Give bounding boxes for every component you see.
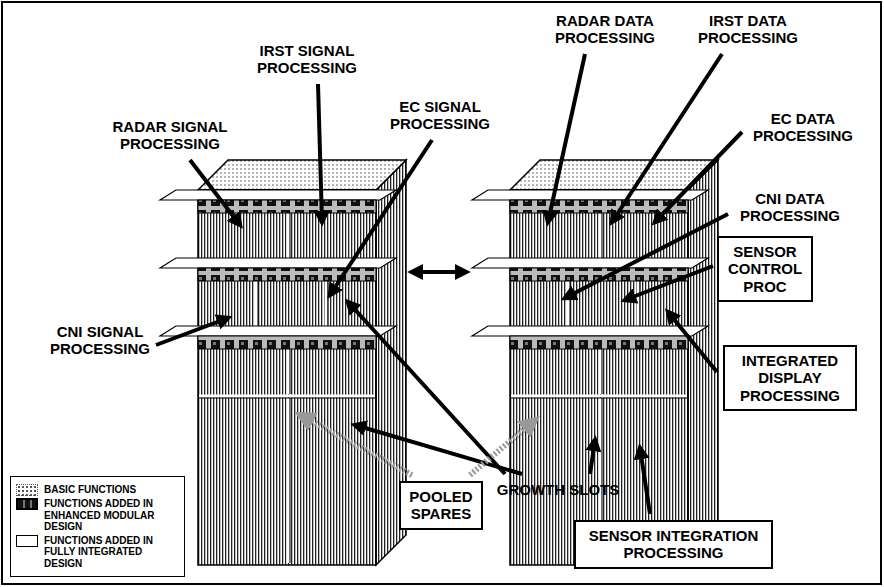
cabinet	[198, 336, 376, 349]
legend-text: BASIC FUNCTIONS	[44, 484, 179, 496]
cabinet	[287, 398, 290, 563]
cabinet	[198, 190, 376, 565]
pointer-arrows	[612, 54, 722, 222]
cabinet	[160, 160, 406, 565]
cabinet	[198, 268, 376, 281]
cabinet	[160, 190, 396, 200]
cabinet	[325, 281, 328, 326]
cabinet	[199, 398, 375, 399]
label-box: SENSOR CONTROL PROC	[717, 236, 813, 302]
pointer-arrows	[655, 132, 742, 222]
cabinet	[290, 349, 291, 394]
callout-label: IRST SIGNAL PROCESSING	[237, 42, 377, 77]
box-label: SENSOR CONTROL PROC	[724, 243, 806, 295]
box-label: POOLED SPARES	[406, 488, 476, 523]
cabinet	[328, 281, 329, 326]
cabinet	[287, 213, 290, 258]
pointer-arrows	[640, 448, 650, 514]
callout-label: RADAR DATA PROCESSING	[535, 12, 675, 47]
label-box: SENSOR INTEGRATION PROCESSING	[574, 520, 773, 569]
pointer-arrows	[318, 84, 322, 222]
box-label: INTEGRATED DISPLAY PROCESSING	[730, 352, 850, 404]
pointer-arrows	[590, 440, 595, 474]
callout-label: IRST DATA PROCESSING	[678, 12, 818, 47]
cabinet	[160, 258, 396, 268]
callout-label: EC SIGNAL PROCESSING	[370, 98, 510, 133]
legend-text: FUNCTIONS ADDED IN FULLY INTEGRATED DESI…	[44, 535, 179, 570]
legend-entry: FUNCTIONS ADDED IN ENHANCED MODULAR DESI…	[16, 498, 179, 533]
cabinet	[199, 395, 375, 398]
label-box: POOLED SPARES	[399, 481, 483, 530]
callout-label: EC DATA PROCESSING	[733, 110, 873, 145]
legend-swatch	[16, 484, 38, 496]
label-box: INTEGRATED DISPLAY PROCESSING	[723, 345, 857, 411]
callout-label: GROWTH SLOTS	[478, 481, 638, 498]
cabinet	[287, 349, 290, 394]
pointer-arrows	[156, 54, 742, 514]
legend-entry: BASIC FUNCTIONS	[16, 484, 179, 496]
cabinet	[472, 160, 718, 565]
legend-text: FUNCTIONS ADDED IN ENHANCED MODULAR DESI…	[44, 498, 179, 533]
pointer-arrows	[190, 160, 240, 225]
pointer-arrows	[668, 312, 717, 372]
legend: BASIC FUNCTIONS FUNCTIONS ADDED IN ENHANC…	[10, 476, 185, 577]
pointer-arrows	[412, 270, 466, 274]
cabinet	[290, 213, 291, 258]
cabinet	[258, 281, 259, 326]
cabinet	[290, 398, 291, 563]
pointer-arrows	[348, 302, 505, 474]
legend-swatch	[16, 535, 38, 547]
legend-entry: FUNCTIONS ADDED IN FULLY INTEGRATED DESI…	[16, 535, 179, 570]
legend-swatch	[16, 498, 38, 510]
pointer-arrows	[330, 140, 432, 295]
cabinet	[255, 281, 258, 326]
spare-arrows	[470, 420, 535, 475]
box-label: SENSOR INTEGRATION PROCESSING	[581, 527, 766, 562]
callout-label: RADAR SIGNAL PROCESSING	[100, 118, 240, 153]
pointer-arrows	[625, 266, 713, 300]
callout-label: CNI DATA PROCESSING	[720, 190, 860, 225]
spare-arrows	[300, 415, 535, 475]
cabinet	[198, 160, 406, 190]
callout-label: CNI SIGNAL PROCESSING	[30, 323, 170, 358]
pointer-arrows	[156, 318, 228, 345]
pointer-arrows	[548, 54, 585, 222]
pointer-arrows	[565, 214, 728, 298]
spare-arrows	[300, 415, 412, 475]
